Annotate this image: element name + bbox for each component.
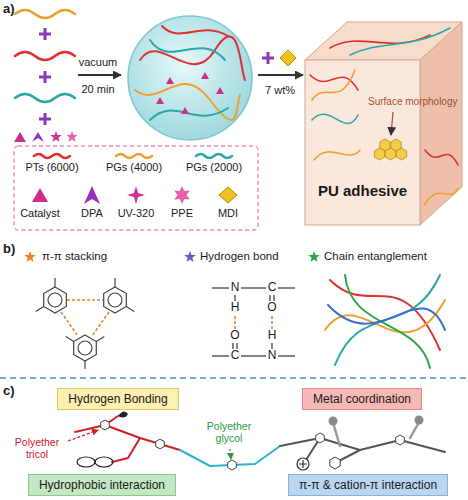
legend-text: MDI bbox=[216, 207, 240, 220]
legend-entry: Catalyst bbox=[20, 184, 60, 220]
callout-label: Surface morphology bbox=[368, 96, 458, 108]
segment-label: Polyether glycol bbox=[200, 420, 258, 444]
legend-swatch bbox=[32, 152, 72, 160]
legend-entry: DPA bbox=[80, 184, 104, 220]
interaction-heading: π-π stacking bbox=[42, 250, 107, 263]
box-text: Hydrophobic interaction bbox=[39, 478, 165, 492]
legend-entry: PTs (6000) bbox=[25, 152, 78, 174]
process-note: 20 min bbox=[81, 83, 114, 96]
segment-label: Polyether tricol bbox=[8, 436, 66, 460]
process-note: 7 wt% bbox=[265, 84, 295, 97]
legend-text: PGs (4000) bbox=[106, 161, 162, 174]
atom-symbol: H bbox=[268, 329, 277, 343]
panel-letter: b) bbox=[3, 242, 15, 257]
legend-text: PPE bbox=[170, 207, 194, 220]
legend-entry: MDI bbox=[216, 184, 240, 220]
legend-entry: PGs (2000) bbox=[186, 152, 242, 174]
panel-letter: c) bbox=[3, 384, 15, 399]
atom-symbol: N bbox=[268, 349, 277, 363]
legend-text: PTs (6000) bbox=[25, 161, 78, 174]
legend-swatch bbox=[216, 184, 240, 206]
interaction-box: π-π & cation-π interaction bbox=[288, 474, 448, 496]
box-text: π-π & cation-π interaction bbox=[299, 478, 437, 492]
atom-symbol: N bbox=[231, 281, 240, 295]
process-note: vacuum bbox=[79, 56, 118, 69]
legend-entry: PPE bbox=[170, 184, 194, 220]
legend-entry: UV-320 bbox=[118, 184, 155, 220]
legend-swatch bbox=[80, 184, 104, 206]
legend-swatch bbox=[124, 184, 148, 206]
legend-text: UV-320 bbox=[118, 207, 155, 220]
box-text: Hydrogen Bonding bbox=[68, 392, 167, 406]
interaction-heading: Hydrogen bond bbox=[200, 250, 279, 263]
atom-symbol: H bbox=[231, 301, 240, 315]
interaction-box: Hydrophobic interaction bbox=[28, 474, 176, 496]
legend-text: PGs (2000) bbox=[186, 161, 242, 174]
product-label: PU adhesive bbox=[318, 182, 407, 199]
atom-symbol: C bbox=[268, 281, 277, 295]
atom-symbol: O bbox=[267, 301, 276, 315]
legend-swatch bbox=[170, 184, 194, 206]
interaction-heading: Chain entanglement bbox=[324, 250, 427, 263]
legend-swatch bbox=[194, 152, 234, 160]
atom-symbol: O bbox=[230, 329, 239, 343]
legend-swatch bbox=[114, 152, 154, 160]
atom-symbol: C bbox=[231, 349, 240, 363]
legend-text: Catalyst bbox=[20, 207, 60, 220]
panel-letter: a) bbox=[3, 2, 15, 17]
interaction-box: Metal coordination bbox=[302, 388, 422, 410]
box-text: Metal coordination bbox=[313, 392, 411, 406]
legend-swatch bbox=[28, 184, 52, 206]
interaction-box: Hydrogen Bonding bbox=[57, 388, 178, 410]
legend-text: DPA bbox=[80, 207, 104, 220]
legend-entry: PGs (4000) bbox=[106, 152, 162, 174]
